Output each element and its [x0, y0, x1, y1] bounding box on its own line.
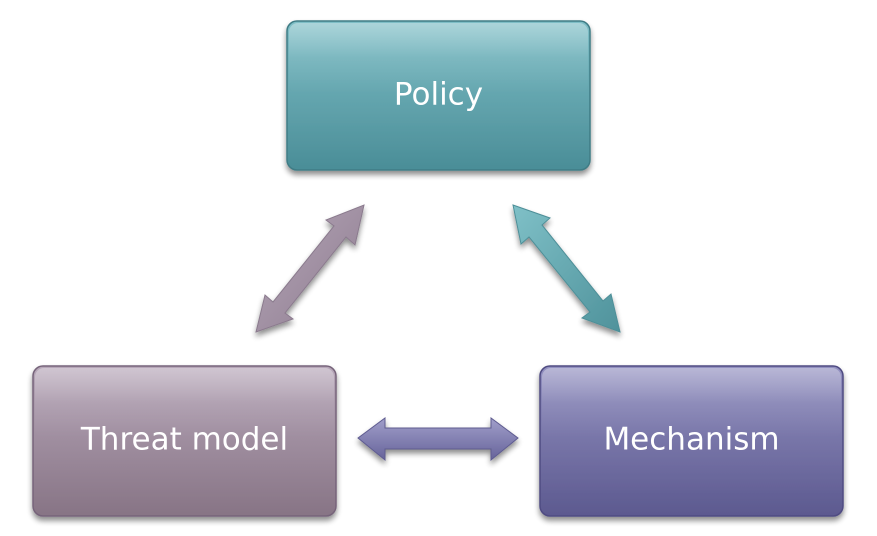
- node-mechanism-label: Mechanism: [603, 422, 779, 458]
- arrow-policy-mechanism: [512, 204, 621, 333]
- arrow-threat-mechanism: [357, 417, 519, 462]
- node-policy-label: Policy: [394, 77, 483, 113]
- node-policy: Policy: [286, 20, 591, 171]
- node-threat-model-label: Threat model: [80, 422, 288, 458]
- arrow-threat-policy: [255, 204, 365, 333]
- node-threat-model: Threat model: [32, 365, 337, 517]
- node-mechanism: Mechanism: [539, 365, 844, 517]
